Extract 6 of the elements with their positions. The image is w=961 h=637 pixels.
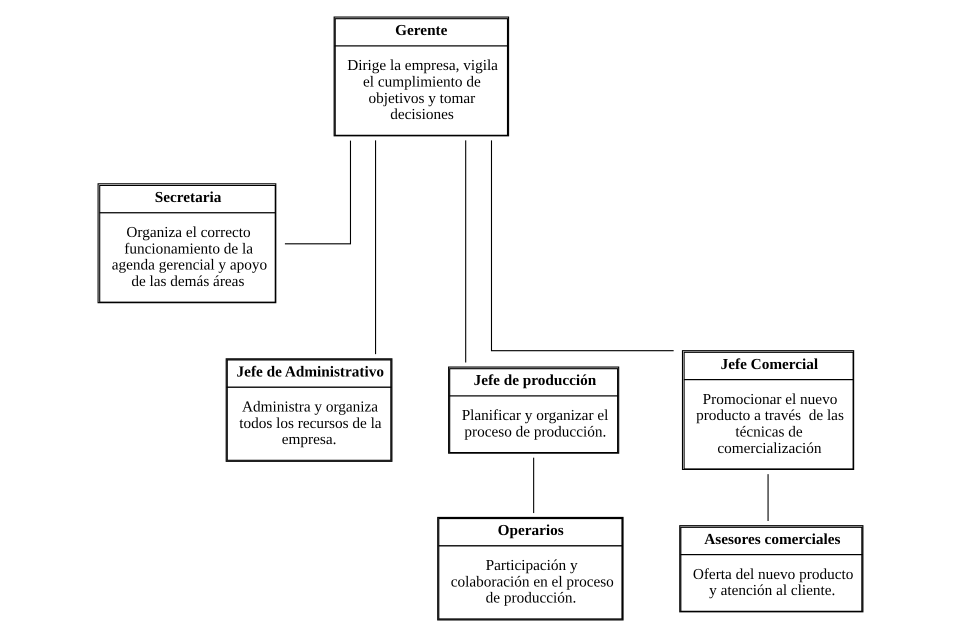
connector (465, 140, 466, 363)
connector (533, 458, 534, 514)
connector (490, 140, 674, 352)
connector (375, 140, 376, 354)
connector (768, 474, 769, 521)
connector (284, 140, 352, 244)
